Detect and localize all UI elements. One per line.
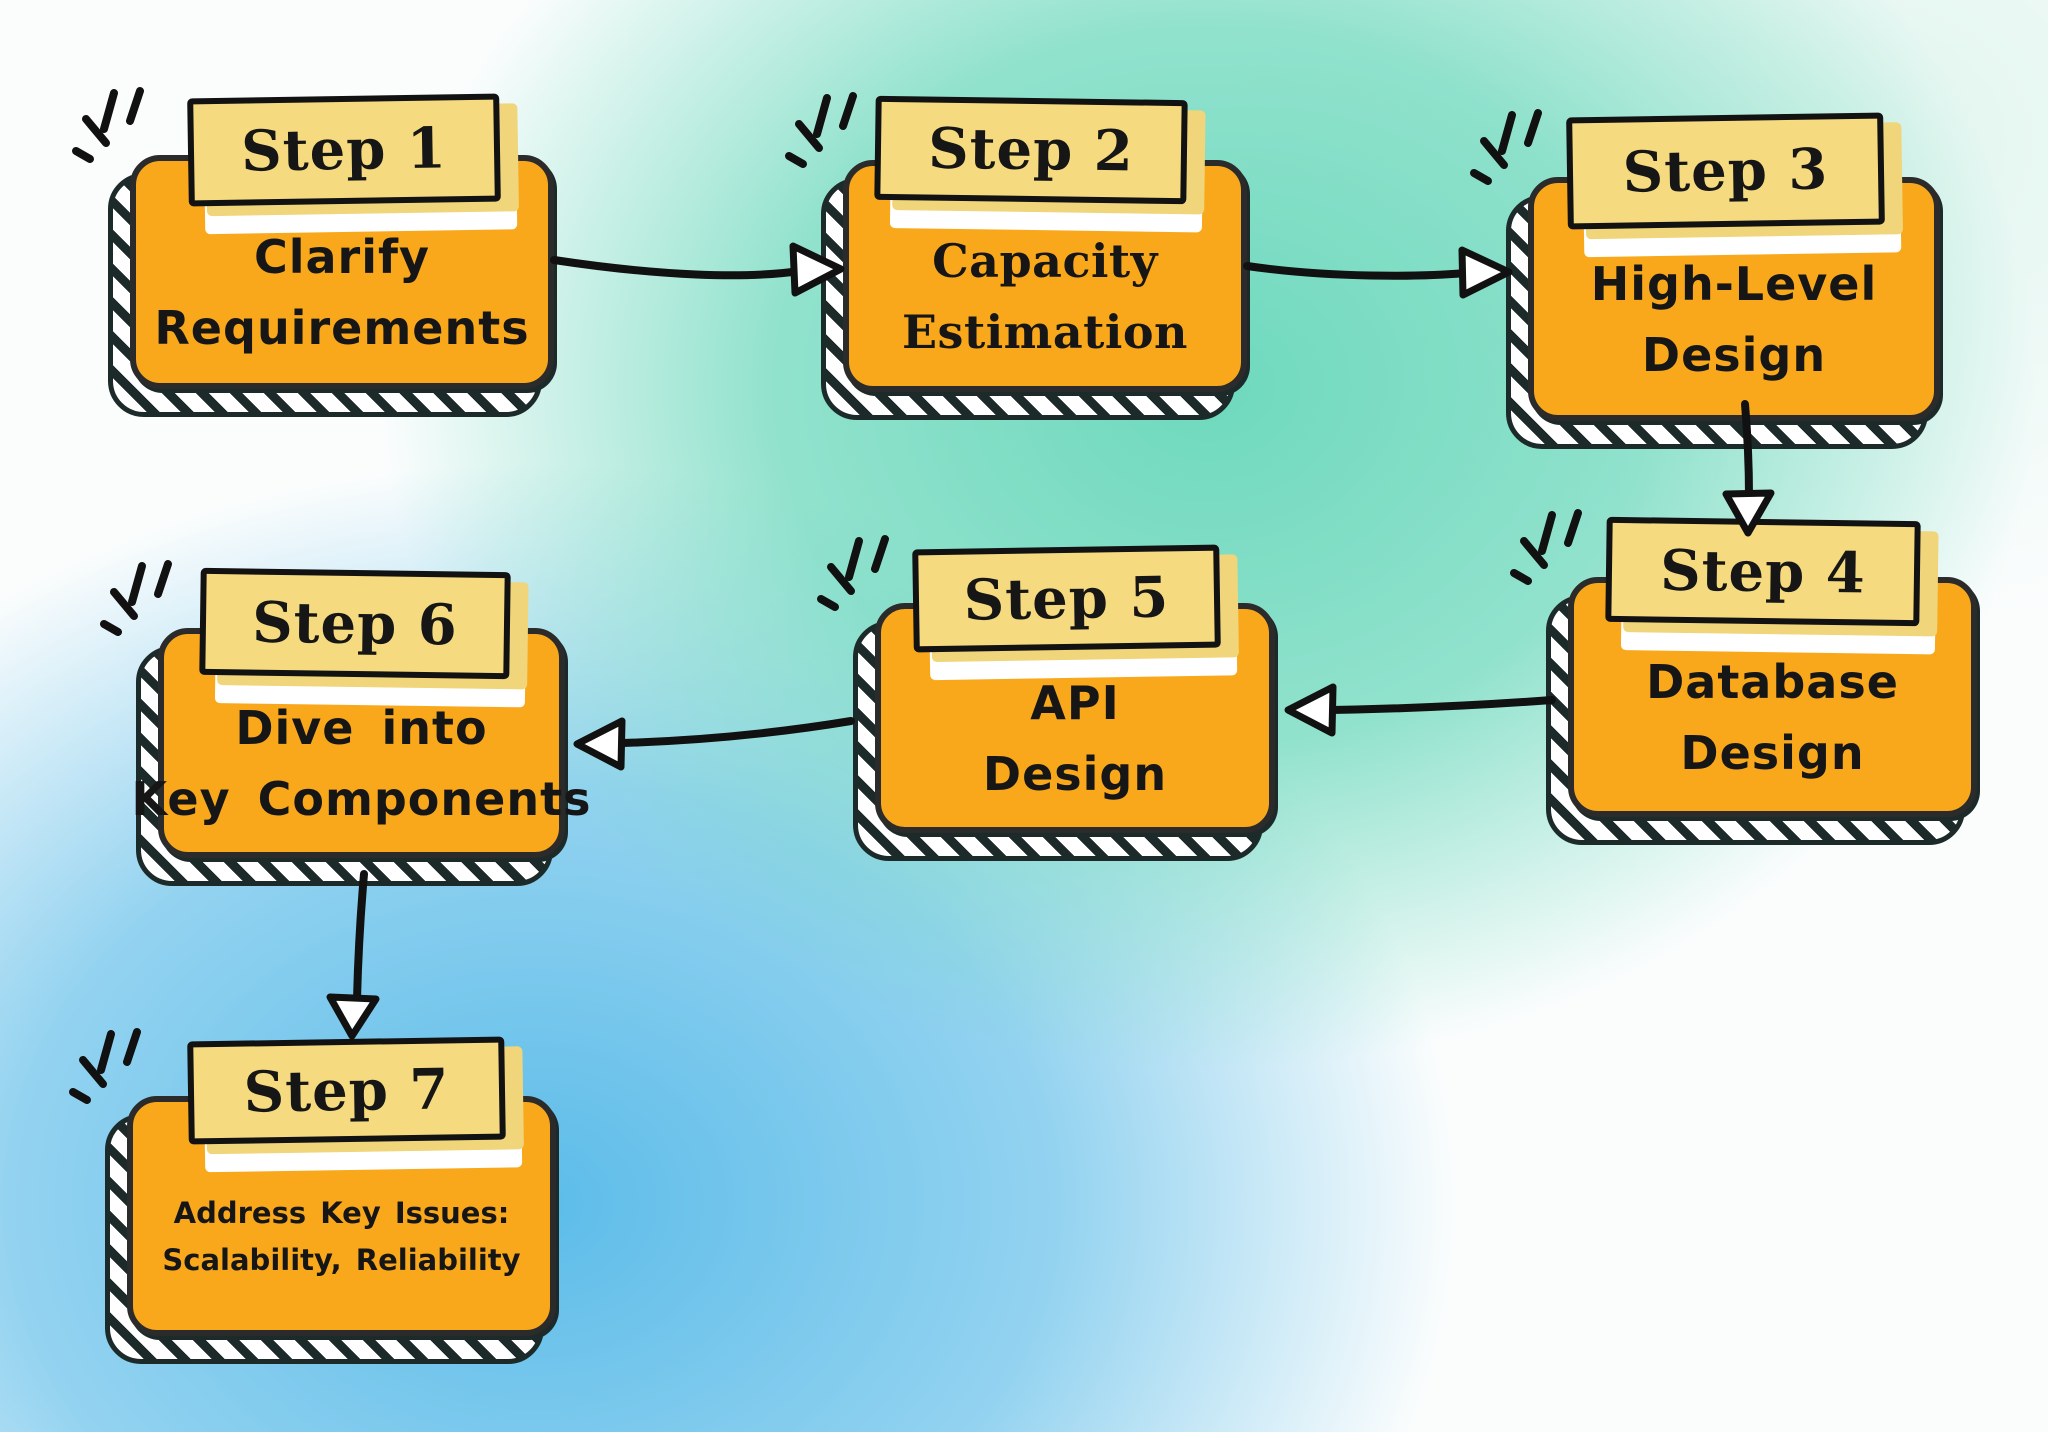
- burst-icon: [817, 535, 889, 611]
- burst-icon: [100, 560, 172, 636]
- arrow-step6-to-step7: [326, 870, 380, 1040]
- step-label-tab: Step 3: [1566, 112, 1885, 230]
- node-step-5: API Design Step 5: [817, 535, 1275, 861]
- step-title-line: Dive into: [235, 701, 488, 756]
- step-title-line: Scalability, Reliability: [162, 1243, 521, 1277]
- step-title-line: Design: [982, 747, 1168, 801]
- step-label: Step 3: [1622, 136, 1829, 206]
- step-title-line: Capacity: [932, 234, 1158, 289]
- node-step-2: Capacity Estimation Step 2: [785, 92, 1247, 420]
- arrow-step1-to-step2: [550, 242, 845, 297]
- step-title-line: Requirements: [154, 301, 530, 355]
- step-title-line: Clarify: [253, 230, 431, 285]
- burst-icon: [1510, 509, 1582, 585]
- step-title-line: High-Level: [1590, 257, 1878, 312]
- arrow-step4-to-step5: [1284, 683, 1556, 737]
- step-title-line: Design: [1641, 328, 1827, 382]
- node-step-6: Dive into Key Components Step 6: [100, 560, 590, 886]
- step-title-line: Database: [1646, 655, 1899, 710]
- step-label: Step 1: [240, 115, 448, 185]
- burst-icon: [72, 87, 144, 163]
- burst-icon: [69, 1028, 141, 1104]
- step-label: Step 5: [963, 563, 1170, 634]
- step-title-line: Key Components: [131, 772, 592, 826]
- step-label: Step 6: [251, 589, 459, 658]
- step-label-tab: Step 7: [187, 1036, 506, 1145]
- step-label: Step 4: [1659, 537, 1867, 606]
- step-label: Step 2: [927, 115, 1135, 185]
- step-label-tab: Step 1: [187, 93, 501, 207]
- node-step-3: High-Level Design Step 3: [1470, 109, 1940, 449]
- burst-icon: [785, 92, 857, 168]
- arrow-step5-to-step6: [573, 717, 855, 771]
- node-step-4: Database Design Step 4: [1510, 509, 1977, 845]
- step-label: Step 7: [243, 1055, 450, 1126]
- step-title-line: Design: [1680, 726, 1865, 780]
- step-title-line: Address Key Issues:: [173, 1195, 510, 1230]
- step-label-tab: Step 5: [912, 544, 1221, 653]
- step-title-line: API: [1030, 676, 1120, 731]
- node-step-1: Clarify Requirements Step 1: [72, 87, 554, 417]
- burst-icon: [1470, 109, 1542, 185]
- step-title-line: Estimation: [901, 305, 1188, 359]
- step-label-tab: Step 4: [1605, 516, 1921, 627]
- step-label-tab: Step 2: [874, 95, 1188, 205]
- step-label-tab: Step 6: [199, 567, 511, 680]
- node-step-7: Address Key Issues: Scalability, Reliabi…: [69, 1028, 556, 1364]
- arrow-step2-to-step3: [1243, 246, 1513, 299]
